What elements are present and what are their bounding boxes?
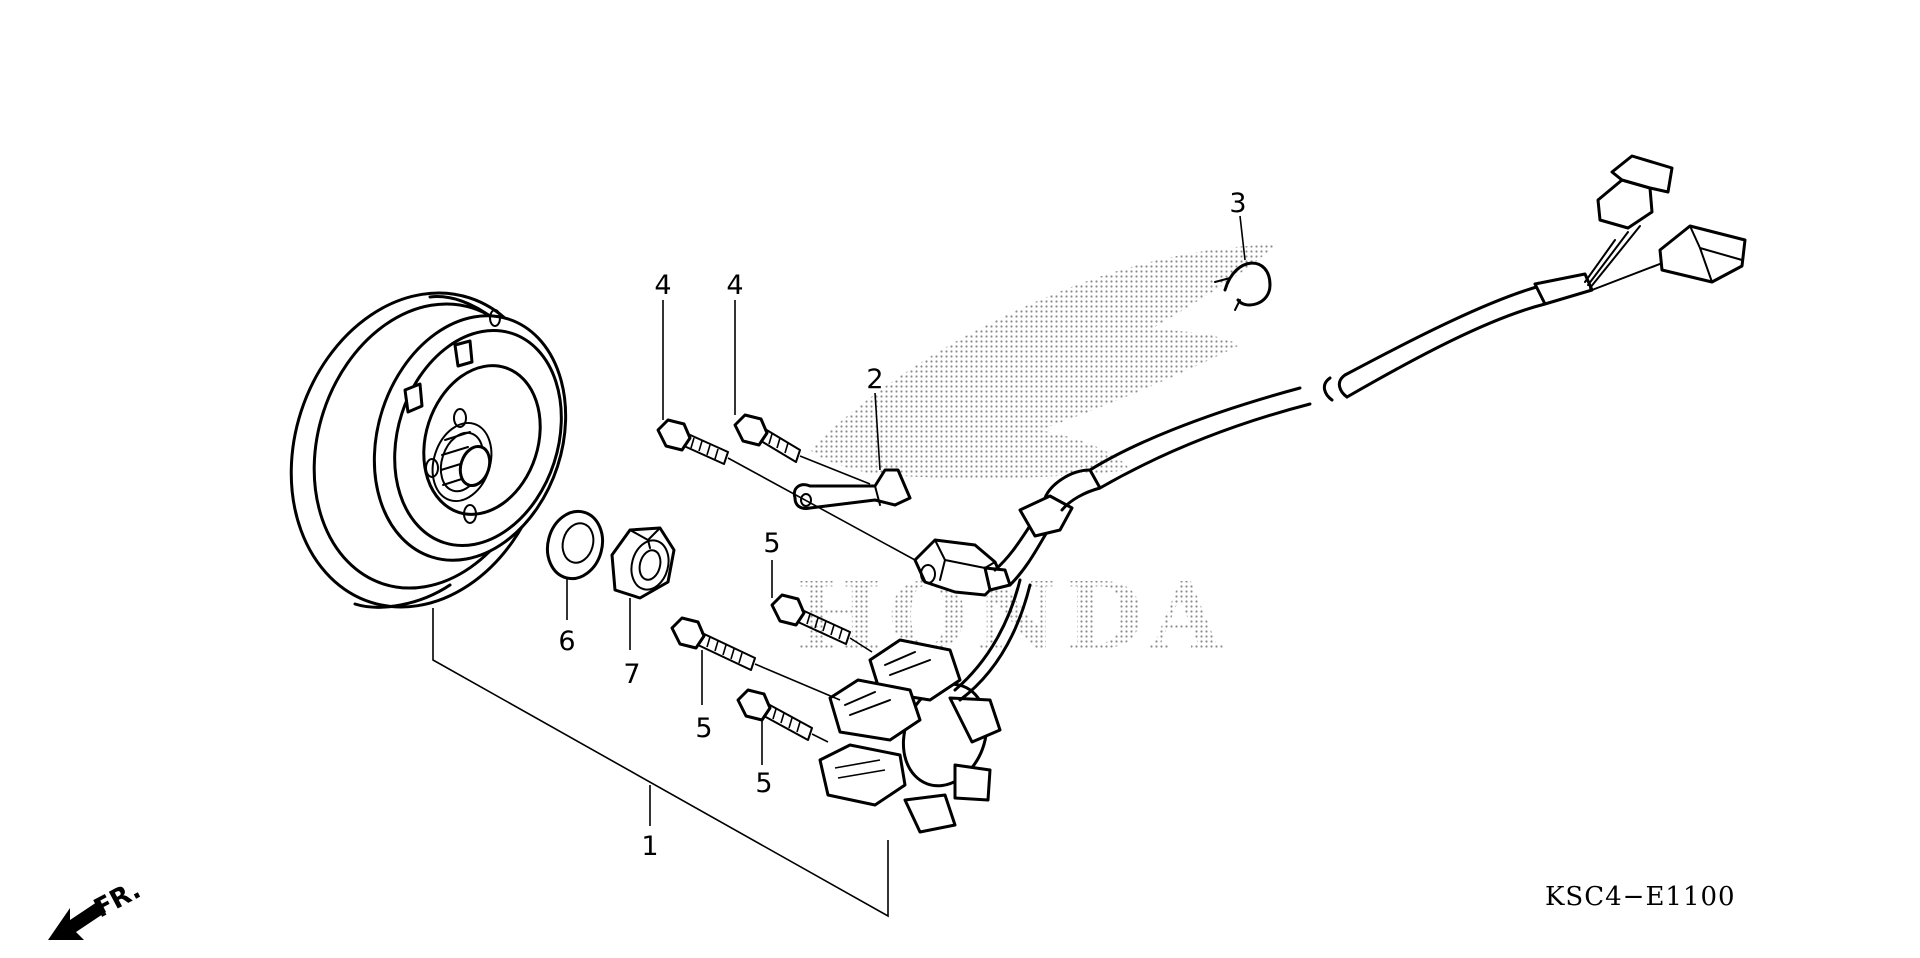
bolt-4-right — [733, 413, 801, 463]
honda-wordmark: HONDA — [795, 562, 1227, 670]
bolt-5-upper — [770, 593, 851, 645]
leader-lines — [432, 215, 1246, 918]
bolt-5-lower — [736, 688, 813, 741]
wire-guide-bracket — [792, 468, 912, 510]
mounting-guide-lines — [727, 455, 916, 743]
callout-labels: 1 2 3 4 4 5 5 5 6 7 — [558, 188, 1246, 862]
callout-6: 6 — [558, 626, 575, 657]
bolt-5-middle — [670, 616, 756, 671]
pulse-generator — [913, 538, 1012, 597]
callout-5-middle: 5 — [695, 713, 712, 744]
callout-5-upper: 5 — [763, 528, 780, 559]
washer — [545, 509, 605, 581]
wire-harness — [993, 154, 1747, 587]
callout-5-lower: 5 — [755, 768, 772, 799]
honda-watermark: HONDA — [795, 245, 1275, 670]
wire-clip — [1214, 261, 1272, 311]
arrow-icon — [48, 900, 106, 940]
callout-4-left: 4 — [654, 270, 671, 301]
flange-nut — [610, 526, 676, 600]
callout-2: 2 — [866, 364, 883, 395]
stator-assembly — [818, 578, 1032, 834]
front-direction-arrow: FR. — [48, 875, 146, 940]
callout-3: 3 — [1229, 188, 1246, 219]
diagram-code: KSC4−E1100 — [1545, 882, 1736, 912]
flywheel-rotor — [289, 291, 568, 609]
callout-4-right: 4 — [726, 270, 743, 301]
bolt-4-left — [656, 418, 729, 465]
honda-wing-logo — [810, 245, 1275, 479]
callout-1: 1 — [641, 831, 658, 862]
callout-7: 7 — [623, 659, 640, 690]
